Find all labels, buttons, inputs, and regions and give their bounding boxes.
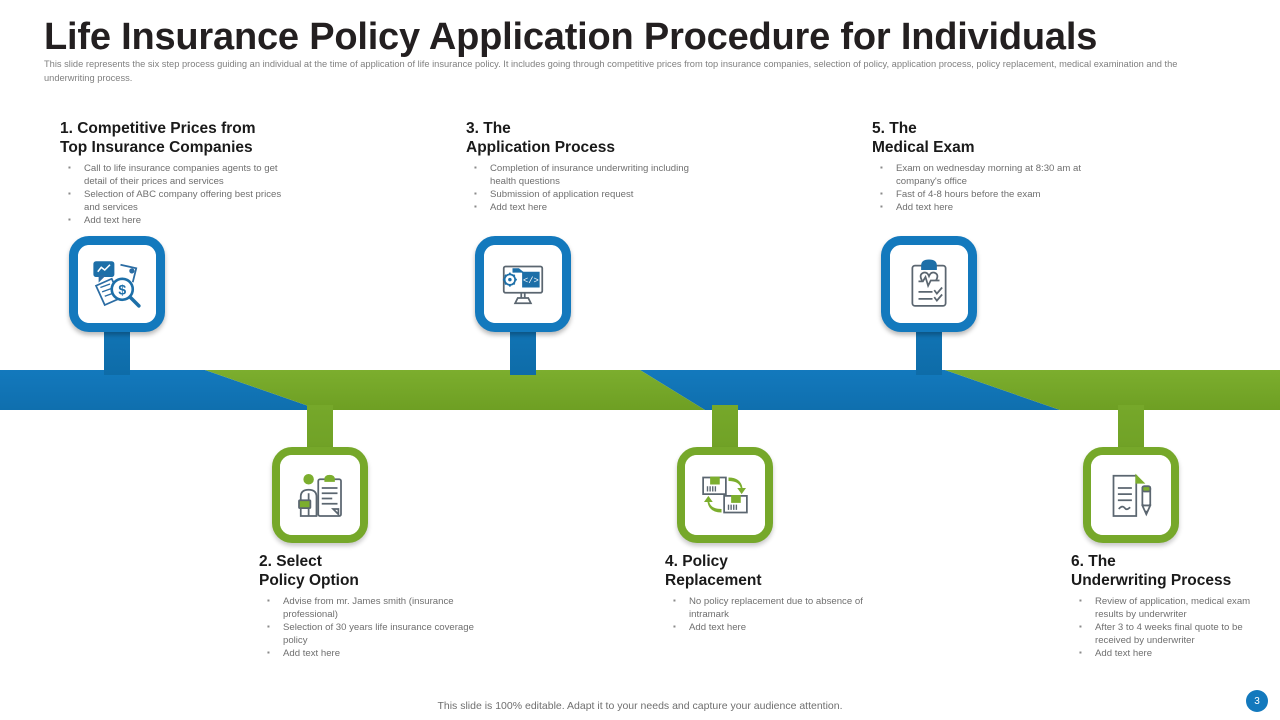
step-1-text-block: 1. Competitive Prices from Top Insurance…	[60, 120, 295, 227]
list-item: Selection of ABC company offering best p…	[60, 187, 295, 214]
step-6-text-block: 6. The Underwriting Process Review of ap…	[1071, 553, 1271, 660]
list-item: Add text here	[259, 646, 494, 660]
step-5-heading: 5. The Medical Exam	[872, 120, 975, 156]
step-4-heading: 4. Policy Replacement	[665, 553, 762, 589]
step-3-heading: 3. The Application Process	[466, 120, 616, 156]
step-2-text-block: 2. Select Policy Option Advise from mr. …	[259, 553, 494, 660]
document-pen-signature-icon	[1091, 455, 1171, 535]
list-item: Call to life insurance companies agents …	[60, 161, 295, 188]
step-1-icon-box[interactable]: $	[69, 236, 165, 332]
step-4-text-block: 4. Policy Replacement No policy replacem…	[665, 553, 900, 634]
step-5-text-block: 5. The Medical Exam Exam on wednesday mo…	[872, 120, 1107, 214]
step-6-heading: 6. The Underwriting Process	[1071, 553, 1232, 589]
package-exchange-icon	[685, 455, 765, 535]
step-5-icon-box[interactable]	[881, 236, 977, 332]
list-item: Exam on wednesday morning at 8:30 am at …	[872, 161, 1107, 188]
list-item: Submission of application request	[466, 187, 701, 201]
page-number-badge: 3	[1246, 690, 1268, 712]
step-3-text-block: 3. The Application Process Completion of…	[466, 120, 701, 214]
step-1-heading: 1. Competitive Prices from Top Insurance…	[60, 120, 256, 156]
list-item: Review of application, medical exam resu…	[1071, 594, 1271, 621]
step-2-bullets: Advise from mr. James smith (insurance p…	[259, 594, 494, 660]
list-item: Completion of insurance underwriting inc…	[466, 161, 701, 188]
step-3-bullets: Completion of insurance underwriting inc…	[466, 161, 701, 214]
step-2-icon-box[interactable]	[272, 447, 368, 543]
list-item: Add text here	[60, 213, 295, 227]
page-subtitle: This slide represents the six step proce…	[44, 59, 1178, 83]
process-connector-band	[0, 370, 1280, 410]
step-5-bullets: Exam on wednesday morning at 8:30 am at …	[872, 161, 1107, 214]
step-4-bullets: No policy replacement due to absence of …	[665, 594, 900, 634]
step-1-bullets: Call to life insurance companies agents …	[60, 161, 295, 227]
svg-text:</>: </>	[523, 276, 539, 286]
agent-clipboard-icon	[280, 455, 360, 535]
list-item: No policy replacement due to absence of …	[665, 594, 900, 621]
list-item: Add text here	[872, 200, 1107, 214]
list-item: Add text here	[1071, 646, 1271, 660]
list-item: Add text here	[466, 200, 701, 214]
step-6-icon-box[interactable]	[1083, 447, 1179, 543]
step-6-bullets: Review of application, medical exam resu…	[1071, 594, 1271, 660]
medical-clipboard-heartbeat-icon	[890, 245, 968, 323]
list-item: After 3 to 4 weeks final quote to be rec…	[1071, 620, 1271, 647]
list-item: Add text here	[665, 620, 900, 634]
list-item: Advise from mr. James smith (insurance p…	[259, 594, 494, 621]
svg-text:$: $	[118, 282, 126, 298]
page-title: Life Insurance Policy Application Proced…	[44, 16, 1098, 58]
list-item: Selection of 30 years life insurance cov…	[259, 620, 494, 647]
chart-magnifier-dollar-icon: $	[78, 245, 156, 323]
list-item: Fast of 4-8 hours before the exam	[872, 187, 1107, 201]
monitor-code-gear-icon: </>	[484, 245, 562, 323]
step-2-heading: 2. Select Policy Option	[259, 553, 359, 589]
footer-note: This slide is 100% editable. Adapt it to…	[437, 700, 843, 712]
step-3-icon-box[interactable]: </>	[475, 236, 571, 332]
step-4-icon-box[interactable]	[677, 447, 773, 543]
